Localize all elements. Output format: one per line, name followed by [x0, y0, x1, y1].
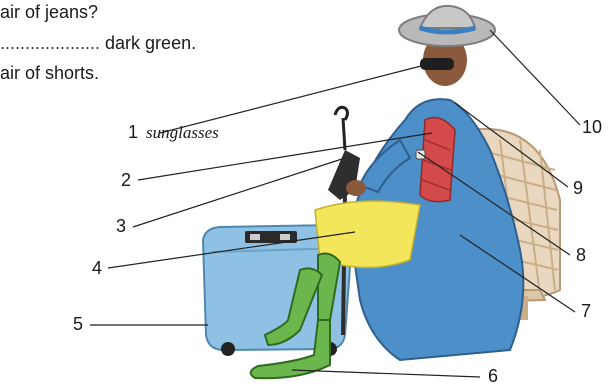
label-number-4: 4: [92, 258, 102, 279]
woman: [251, 6, 524, 378]
answer-sunglasses: sunglasses: [146, 123, 219, 143]
label-number-5: 5: [73, 314, 83, 335]
label-number-10: 10: [582, 117, 602, 138]
label-number-3: 3: [116, 216, 126, 237]
label-number-2: 2: [121, 170, 131, 191]
label-number-6: 6: [488, 366, 498, 387]
label-number-1: 1: [128, 122, 138, 143]
label-number-7: 7: [581, 301, 591, 322]
label-number-8: 8: [576, 245, 586, 266]
label-number-9: 9: [573, 178, 583, 199]
